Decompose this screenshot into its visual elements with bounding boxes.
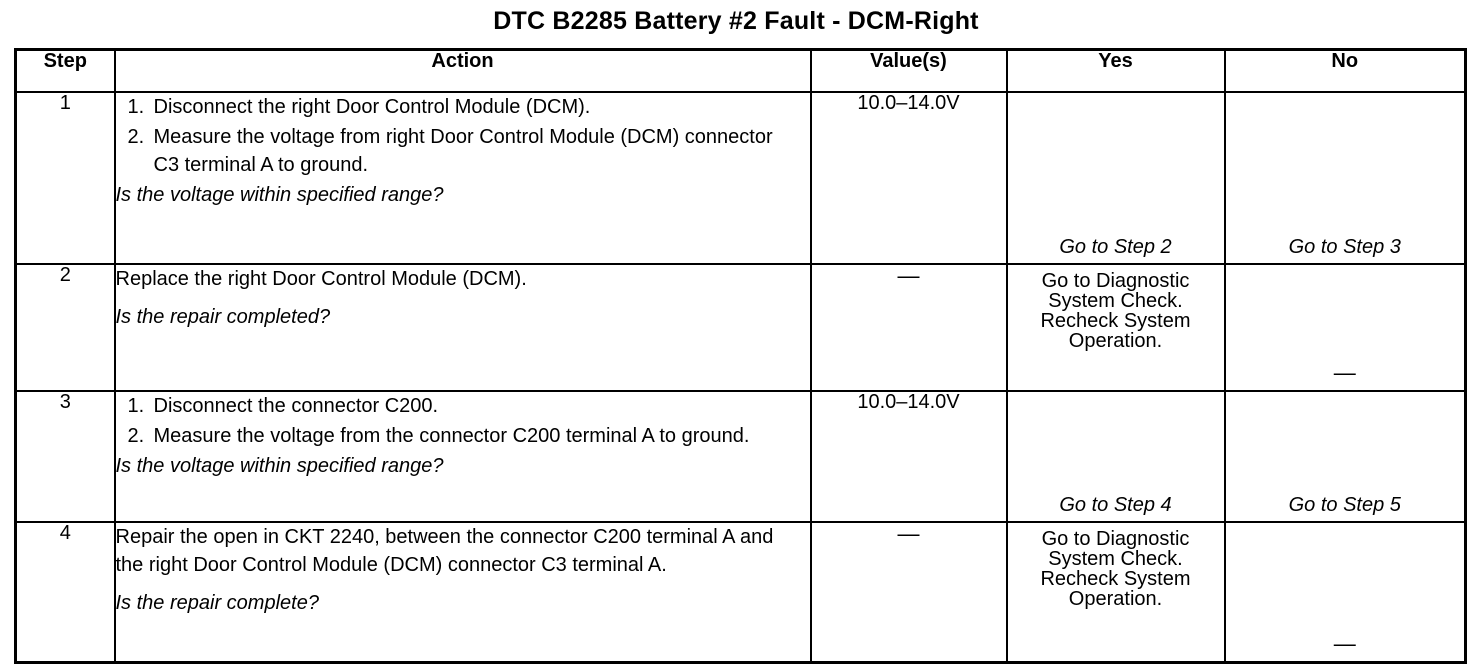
step-number-cell: 2 [14, 262, 116, 393]
list-item-number: 2. [127, 425, 145, 448]
column-header-yes: Yes [1005, 48, 1226, 93]
list-item-text: Disconnect the connector C200. [153, 395, 439, 418]
list-item: 1. Disconnect the connector C200. [116, 392, 810, 420]
value-cell: — [809, 521, 1008, 664]
step-number-cell: 1 [14, 91, 116, 265]
value-cell: 10.0–14.0V [809, 91, 1008, 265]
list-item-number: 1. [127, 96, 145, 118]
no-branch-text: — [1333, 631, 1356, 656]
page-title: DTC B2285 Battery #2 Fault - DCM-Right [493, 7, 979, 35]
column-header-no: No [1223, 48, 1467, 93]
list-item-number: 2. [127, 126, 145, 148]
action-cell: 1. Disconnect the right Door Control Mod… [113, 91, 812, 265]
value-cell: — [809, 262, 1008, 393]
list-item: 2. Measure the voltage from the connecto… [116, 422, 810, 450]
action-step-list: 1. Disconnect the right Door Control Mod… [116, 93, 810, 179]
action-question: Is the voltage within specified range? [115, 455, 444, 478]
no-branch-cell: Go to Step 3 [1223, 91, 1467, 265]
list-item: 1. Disconnect the right Door Control Mod… [116, 93, 810, 121]
no-branch-cell: Go to Step 5 [1223, 390, 1467, 524]
no-branch-cell: — [1223, 521, 1467, 664]
column-header-step: Step [14, 48, 116, 93]
action-statement: Repair the open in CKT 2240, between the… [115, 526, 774, 577]
diagnostic-table-container: Step Action Value(s) Yes No 1 1. Dis [14, 48, 1467, 664]
yes-branch-cell: Go to Diagnostic System Check. Recheck S… [1005, 521, 1226, 664]
step-number-cell: 4 [14, 521, 116, 664]
action-question: Is the voltage within specified range? [115, 184, 444, 206]
action-step-list: 1. Disconnect the connector C200. 2. Mea… [116, 392, 810, 450]
yes-branch-text: Go to Diagnostic System Check. Recheck S… [1040, 269, 1191, 352]
list-item-number: 1. [127, 395, 145, 418]
list-item-text: Measure the voltage from the connector C… [153, 425, 750, 448]
list-item-text: Disconnect the right Door Control Module… [153, 96, 591, 118]
action-statement: Replace the right Door Control Module (D… [115, 267, 527, 290]
table-row: 2 Replace the right Door Control Module … [14, 262, 1467, 393]
list-item-text: Measure the voltage from right Door Cont… [153, 126, 773, 176]
table-row: 1 1. Disconnect the right Door Control M… [14, 91, 1467, 265]
yes-branch-cell: Go to Diagnostic System Check. Recheck S… [1005, 262, 1226, 393]
action-cell: Replace the right Door Control Module (D… [113, 262, 812, 393]
action-cell: 1. Disconnect the connector C200. 2. Mea… [113, 390, 812, 524]
yes-branch-cell: Go to Step 2 [1005, 91, 1226, 265]
table-row: 3 1. Disconnect the connector C200. 2. M… [14, 390, 1467, 524]
table-header-row: Step Action Value(s) Yes No [14, 48, 1467, 93]
action-cell: Repair the open in CKT 2240, between the… [113, 521, 812, 664]
list-item: 2. Measure the voltage from right Door C… [116, 123, 810, 179]
table-row: 4 Repair the open in CKT 2240, between t… [14, 521, 1467, 664]
no-branch-cell: — [1223, 262, 1467, 393]
step-number-cell: 3 [14, 390, 116, 524]
no-branch-text: — [1333, 360, 1356, 386]
diagnostic-procedure-table: Step Action Value(s) Yes No 1 1. Dis [14, 48, 1467, 664]
column-header-action: Action [113, 48, 812, 93]
action-question: Is the repair completed? [115, 305, 331, 328]
column-header-values: Value(s) [809, 48, 1008, 93]
value-cell: 10.0–14.0V [809, 390, 1008, 524]
yes-branch-cell: Go to Step 4 [1005, 390, 1226, 524]
yes-branch-text: Go to Diagnostic System Check. Recheck S… [1040, 528, 1191, 611]
action-question: Is the repair complete? [115, 592, 319, 615]
